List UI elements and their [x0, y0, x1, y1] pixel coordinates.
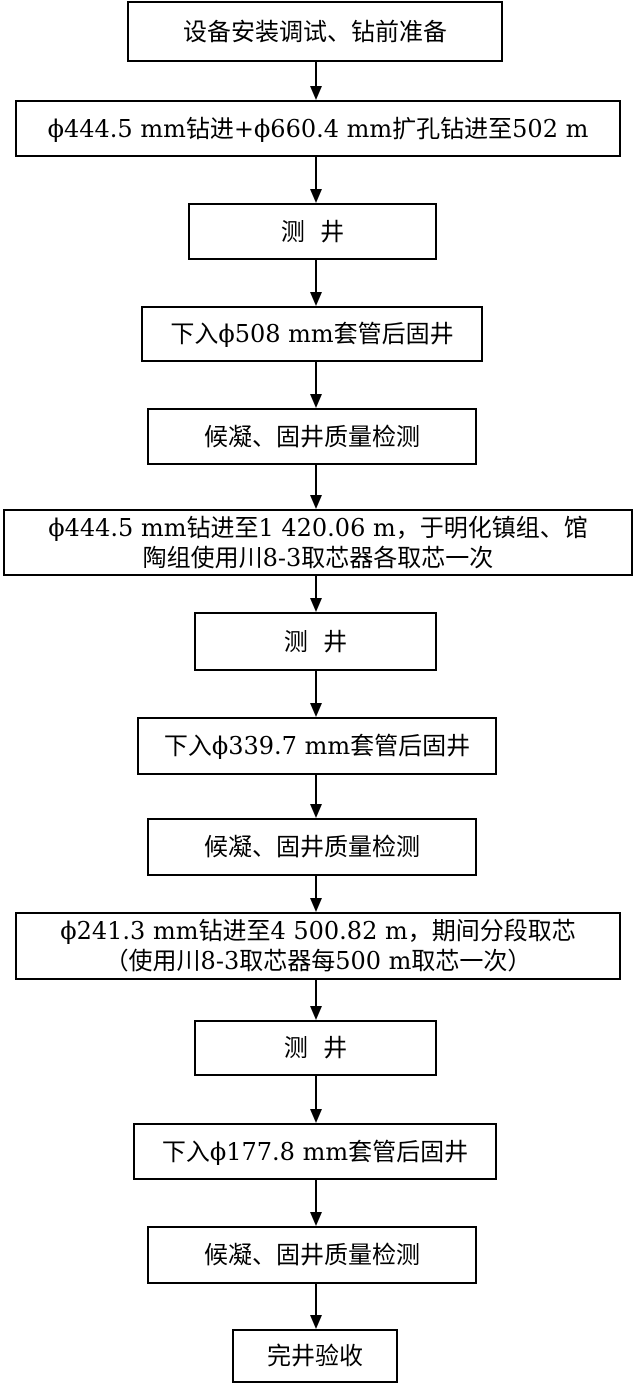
flow-step-box: 下入ϕ339.7 mm套管后固井 — [137, 717, 497, 775]
step-text: 候凝、固井质量检测 — [204, 422, 420, 451]
step-text: ϕ444.5 mm钻进至1 420.06 m，于明化镇组、馆 — [48, 513, 588, 542]
arrow-down-icon — [310, 157, 322, 203]
arrow-down-icon — [310, 876, 322, 912]
flow-step-box: 完井验收 — [232, 1329, 398, 1383]
arrow-down-icon — [310, 576, 322, 612]
step-text: 设备安装调试、钻前准备 — [183, 17, 447, 46]
flow-step-box: ϕ241.3 mm钻进至4 500.82 m，期间分段取芯（使用川8-3取芯器每… — [15, 912, 621, 980]
step-text: 候凝、固井质量检测 — [204, 833, 420, 861]
flow-step-box: ϕ444.5 mm钻进至1 420.06 m，于明化镇组、馆陶组使用川8-3取芯… — [3, 509, 633, 576]
arrow-down-icon — [310, 465, 322, 509]
flow-step-box: 测 井 — [194, 1020, 437, 1076]
step-text: 下入ϕ508 mm套管后固井 — [170, 320, 454, 348]
arrow-down-icon — [310, 62, 322, 100]
step-text: 陶组使用川8-3取芯器各取芯一次 — [142, 543, 494, 572]
arrow-down-icon — [310, 775, 322, 818]
arrow-down-icon — [310, 260, 322, 306]
arrow-down-icon — [310, 1284, 322, 1329]
arrow-down-icon — [310, 980, 322, 1020]
flow-step-box: 测 井 — [188, 203, 437, 260]
step-text: 下入ϕ177.8 mm套管后固井 — [161, 1137, 469, 1166]
flow-step-box: 下入ϕ508 mm套管后固井 — [141, 306, 483, 362]
step-text: 完井验收 — [267, 1342, 363, 1370]
arrow-down-icon — [310, 1076, 322, 1123]
step-text: ϕ241.3 mm钻进至4 500.82 m，期间分段取芯 — [60, 917, 576, 945]
step-text: ϕ444.5 mm钻进+ϕ660.4 mm扩孔钻进至502 m — [47, 114, 589, 143]
flow-step-box: 测 井 — [194, 612, 437, 671]
step-text: （使用川8-3取芯器每500 m取芯一次） — [104, 947, 532, 975]
flow-step-box: 设备安装调试、钻前准备 — [127, 1, 503, 62]
flow-step-box: ϕ444.5 mm钻进+ϕ660.4 mm扩孔钻进至502 m — [15, 100, 621, 157]
step-text: 测 井 — [280, 217, 345, 246]
arrow-down-icon — [310, 1180, 322, 1226]
flow-step-box: 候凝、固井质量检测 — [147, 818, 477, 876]
step-text: 候凝、固井质量检测 — [204, 1241, 420, 1269]
arrow-down-icon — [310, 671, 322, 717]
flow-step-box: 下入ϕ177.8 mm套管后固井 — [133, 1123, 497, 1180]
step-text: 下入ϕ339.7 mm套管后固井 — [163, 732, 471, 760]
arrow-down-icon — [310, 362, 322, 408]
step-text: 测 井 — [283, 627, 348, 656]
flow-step-box: 候凝、固井质量检测 — [147, 1226, 477, 1284]
flow-step-box: 候凝、固井质量检测 — [147, 408, 477, 465]
step-text: 测 井 — [283, 1034, 348, 1062]
